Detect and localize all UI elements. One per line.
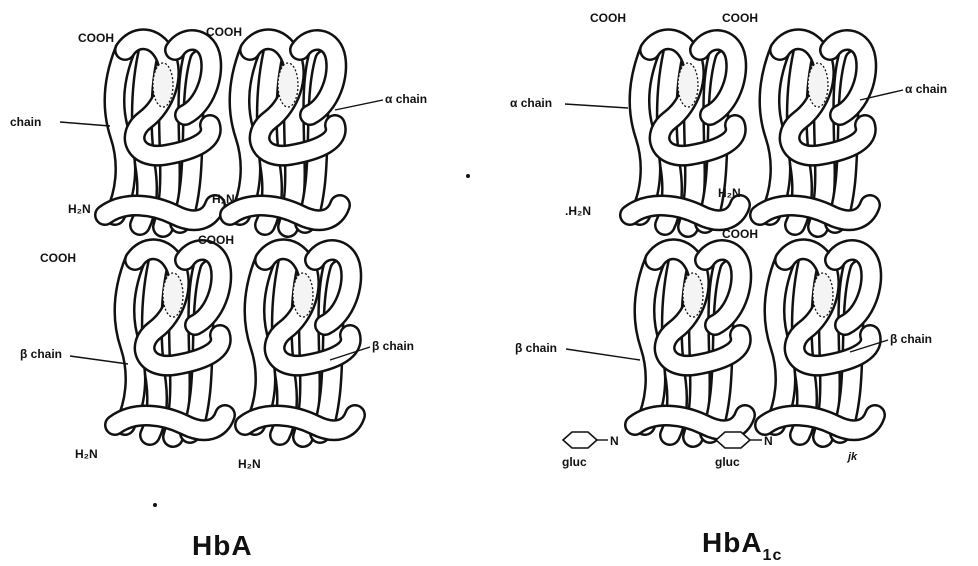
glucose-hexagon-icon [716, 432, 750, 448]
amino-terminus-label: .H₂N [565, 204, 591, 218]
amino-terminus-label: H₂N [212, 192, 235, 206]
alpha-subunit-left [105, 39, 215, 227]
amino-terminus-label: H₂N [718, 186, 741, 200]
cooh-label: COOH [78, 31, 114, 45]
panel-hba1c: COOH COOH COOH α chain α chain β chain β… [466, 11, 947, 564]
panel-title: HbA1c [702, 527, 782, 564]
n-terminus-label: N [764, 434, 773, 448]
beta-chain-label: β chain [515, 341, 557, 355]
alpha-chain-label: α chain [905, 82, 947, 96]
cooh-label: COOH [722, 227, 758, 241]
alpha-subunit-right [230, 39, 340, 227]
cooh-label: COOH [206, 25, 242, 39]
beta-chain-label: β chain [890, 332, 932, 346]
leader-line [565, 104, 628, 108]
panel-title: HbA [192, 530, 253, 561]
panel-title-subscript: 1c [763, 547, 783, 564]
glucose-label: gluc [562, 455, 587, 469]
alpha-chain-label: α chain [510, 96, 552, 110]
amino-terminus-label: H₂N [75, 447, 98, 461]
alpha-subunit-right [760, 39, 870, 227]
cooh-label: COOH [198, 233, 234, 247]
speck [466, 174, 470, 178]
panel-hba: COOH COOH COOH COOH chain α chain β chai… [10, 25, 427, 561]
speck [153, 503, 157, 507]
alpha-chain-label: α chain [385, 92, 427, 106]
leader-line [566, 349, 640, 360]
leader-line [70, 356, 128, 364]
panel-title-main: HbA [702, 527, 763, 558]
beta-subunit-left [635, 249, 745, 437]
glucose-hexagon-icon [563, 432, 597, 448]
beta-chain-label: β chain [20, 347, 62, 361]
alpha-chain-label: chain [10, 115, 41, 129]
amino-terminus-label: H₂N [238, 457, 261, 471]
beta-subunit-left [115, 249, 225, 437]
leader-line [60, 122, 110, 126]
glucose-label: gluc [715, 455, 740, 469]
beta-subunit-right [765, 249, 875, 437]
leader-line [335, 100, 383, 110]
beta-subunit-right [245, 249, 355, 437]
cooh-label: COOH [590, 11, 626, 25]
artist-initials: jk [846, 451, 858, 463]
cooh-label: COOH [722, 11, 758, 25]
amino-terminus-label: H₂N [68, 202, 91, 216]
n-terminus-label: N [610, 434, 619, 448]
beta-chain-label: β chain [372, 339, 414, 353]
cooh-label: COOH [40, 251, 76, 265]
